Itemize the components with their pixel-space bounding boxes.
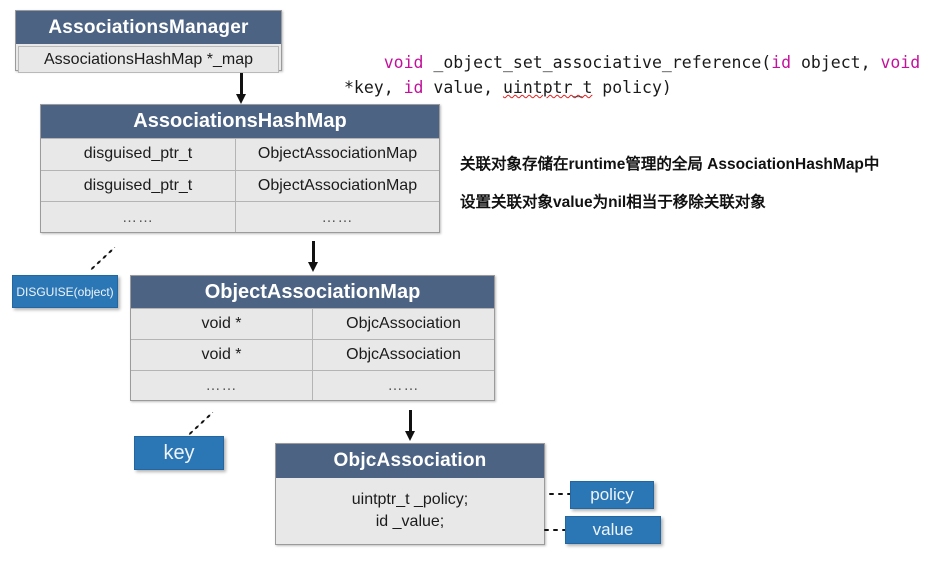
objc-association-header: ObjcAssociation [276, 444, 544, 478]
table-row: …… …… [131, 370, 494, 400]
code-spellcheck-uintptr: uintptr_t [502, 78, 593, 98]
dotted-connector-disguise [88, 246, 116, 272]
arrow-shaft [409, 410, 412, 431]
table-cell-key: …… [131, 371, 313, 400]
code-text-4: value, [423, 78, 503, 98]
associations-manager-header: AssociationsManager [16, 11, 281, 44]
code-snippet: void _object_set_associative_reference(i… [344, 24, 930, 126]
dotted-connector-value [542, 528, 567, 532]
note-line-2: 设置关联对象value为nil相当于移除关联对象 [460, 194, 766, 211]
table-cell-value: ObjcAssociation [313, 340, 494, 370]
table-cell-key: …… [41, 202, 236, 233]
table-row: void * ObjcAssociation [131, 308, 494, 339]
note-line-1: 关联对象存储在runtime管理的全局 AssociationHashMap中 [460, 156, 880, 173]
table-cell-value: …… [236, 202, 439, 233]
table-cell-value: …… [313, 371, 494, 400]
tag-key: key [134, 436, 224, 470]
dotted-connector-policy [547, 492, 572, 496]
associations-hashmap-table: AssociationsHashMap disguised_ptr_t Obje… [40, 104, 440, 233]
arrow-head [236, 94, 246, 104]
arrow-shaft [240, 73, 243, 94]
table-row: …… …… [41, 201, 439, 233]
objc-association-field-policy: uintptr_t _policy; [351, 491, 469, 509]
tag-value: value [565, 516, 661, 544]
code-text-1: _object_set_associative_reference( [423, 52, 772, 72]
code-keyword-id-1: id [771, 52, 792, 72]
table-row: disguised_ptr_t ObjectAssociationMap [41, 138, 439, 170]
associations-hashmap-header: AssociationsHashMap [41, 105, 439, 138]
code-keyword-void-1: void [383, 52, 424, 72]
table-cell-value: ObjectAssociationMap [236, 170, 439, 202]
table-row: void * ObjcAssociation [131, 339, 494, 370]
arrow-head [405, 431, 415, 441]
dotted-connector-key [186, 411, 214, 437]
table-cell-value: ObjcAssociation [313, 309, 494, 339]
code-keyword-id-2: id [403, 78, 424, 98]
tag-disguise-object: DISGUISE(object) [12, 275, 118, 308]
code-keyword-void-2: void [880, 52, 921, 72]
associations-manager-box: AssociationsManager AssociationsHashMap … [15, 10, 282, 73]
associations-manager-field: AssociationsHashMap *_map [18, 46, 279, 73]
arrow-head [308, 262, 318, 272]
table-cell-key: void * [131, 340, 313, 370]
objc-association-box: ObjcAssociation uintptr_t _policy; id _v… [275, 443, 545, 545]
code-text-5: policy) [592, 78, 672, 98]
arrow-shaft [312, 241, 315, 262]
tag-policy: policy [570, 481, 654, 509]
table-cell-key: disguised_ptr_t [41, 170, 236, 202]
table-cell-key: disguised_ptr_t [41, 139, 236, 170]
objc-association-field-value: id _value; [375, 513, 445, 530]
table-cell-value: ObjectAssociationMap [236, 139, 439, 170]
code-text-2: object, [791, 52, 881, 72]
objc-association-fields: uintptr_t _policy; id _value; [276, 478, 544, 544]
code-text-3: *key, [344, 78, 404, 98]
table-row: disguised_ptr_t ObjectAssociationMap [41, 169, 439, 202]
table-cell-key: void * [131, 309, 313, 339]
object-association-map-table: ObjectAssociationMap void * ObjcAssociat… [130, 275, 495, 401]
object-association-map-header: ObjectAssociationMap [131, 276, 494, 308]
